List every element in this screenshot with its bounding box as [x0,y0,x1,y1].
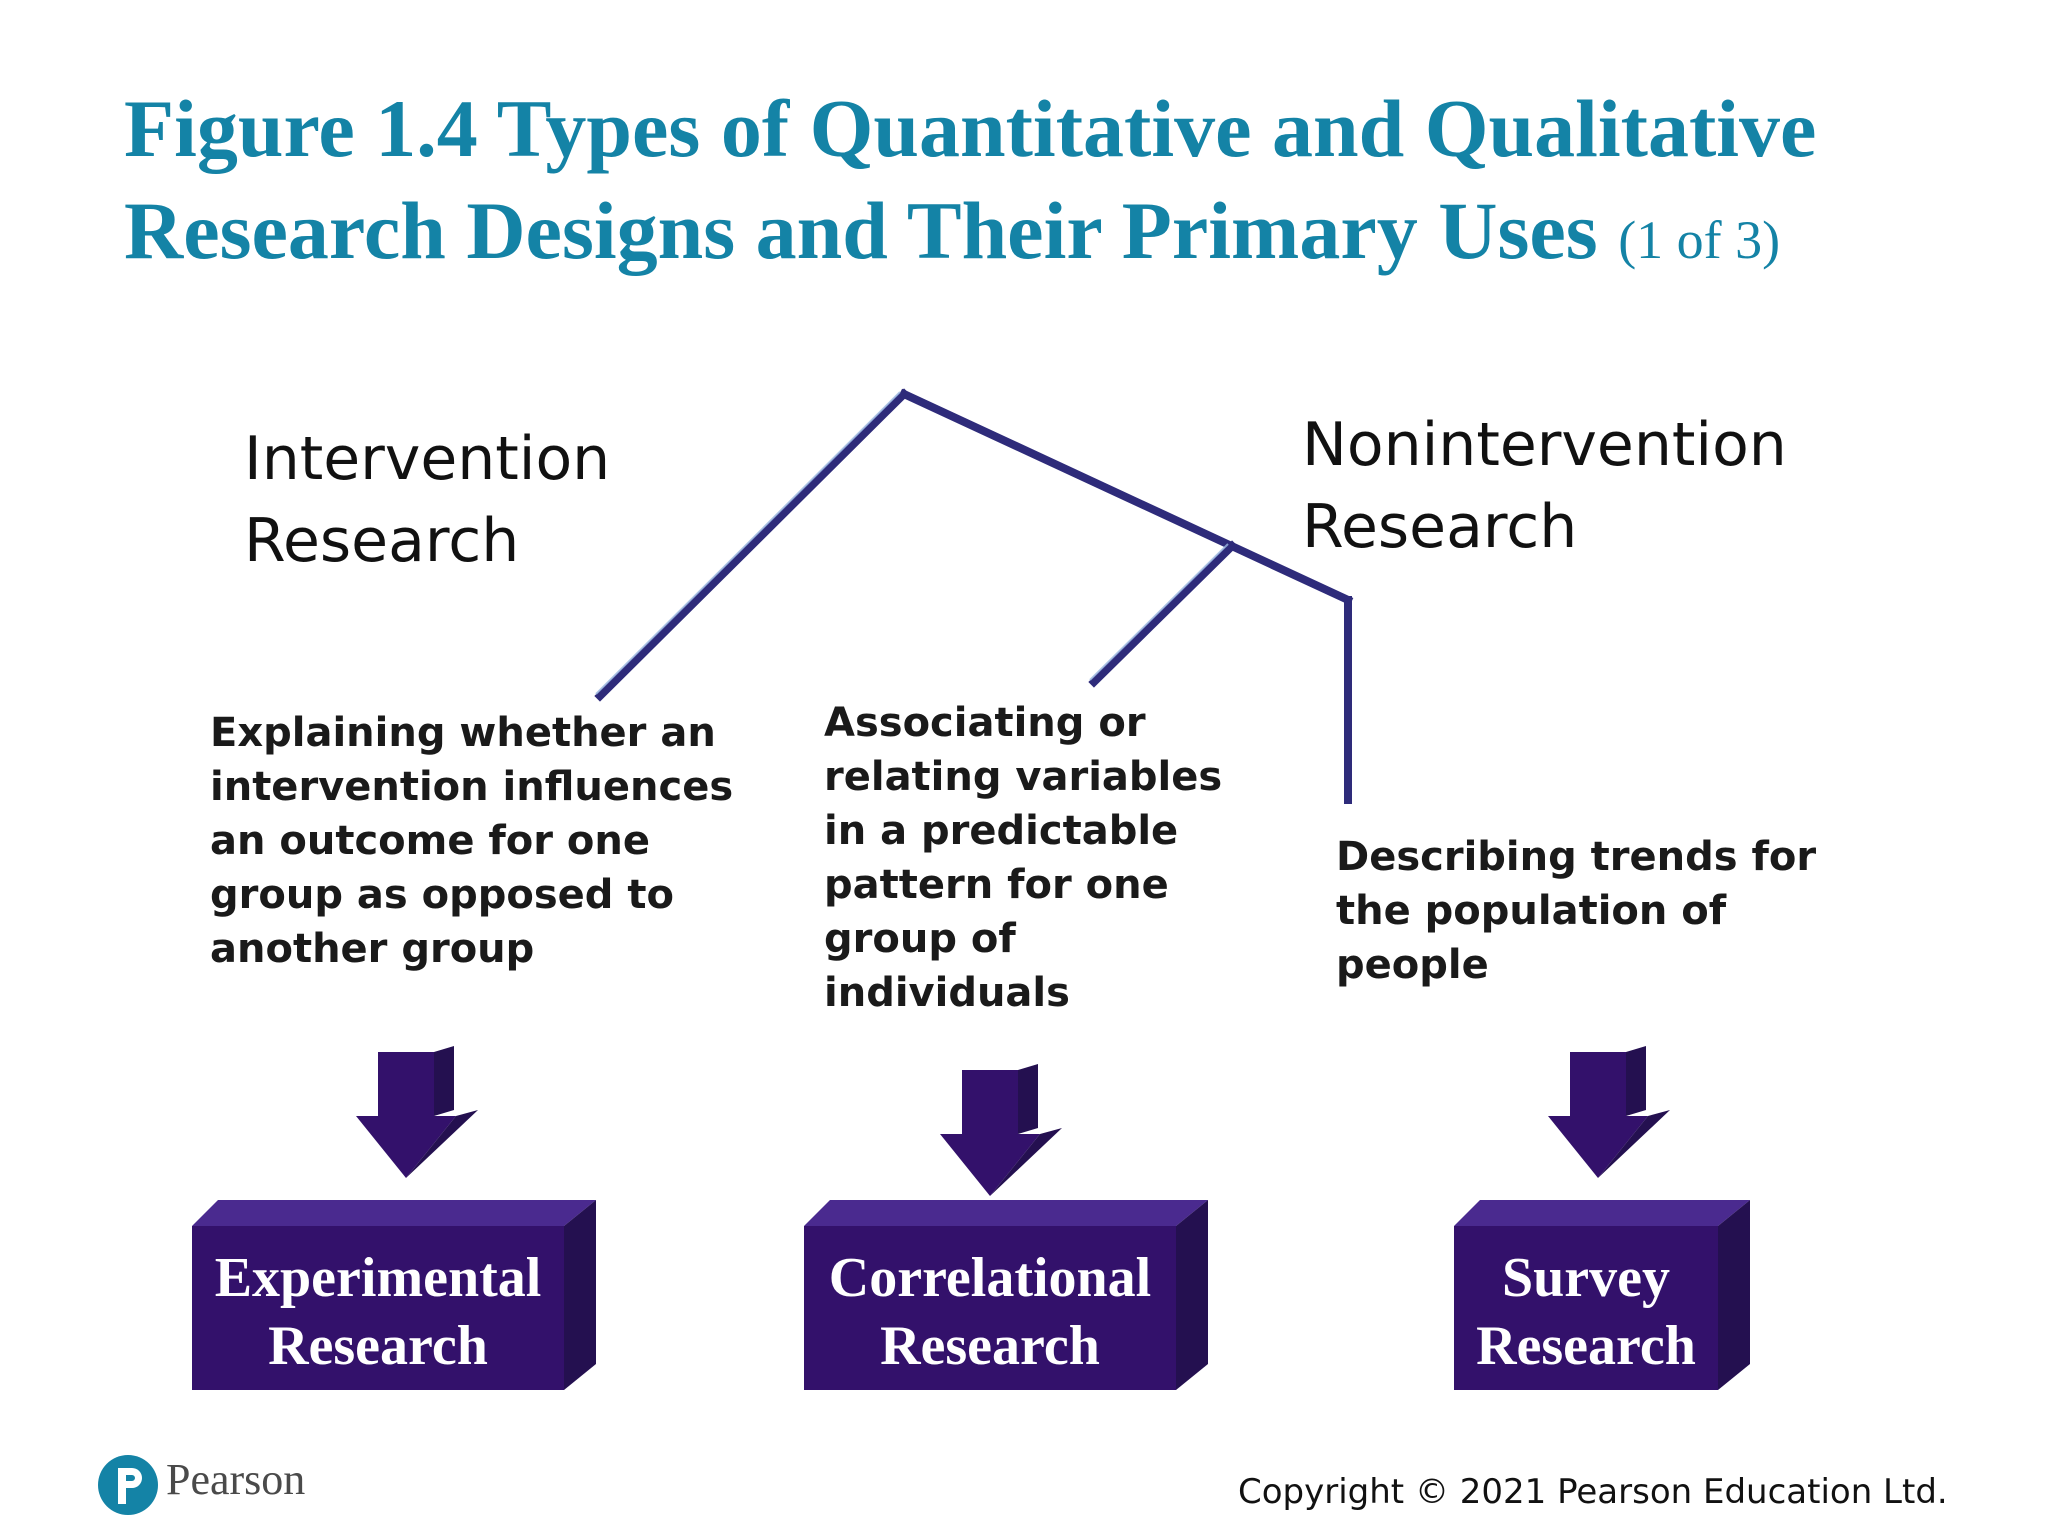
design-label-line-2: Research [1476,1315,1696,1377]
desc-line: group of [824,916,1016,962]
desc-line: the population of [1336,888,1727,934]
desc-line: relating variables [824,754,1223,800]
category-intervention: Intervention Research [244,418,610,582]
design-label-line-1: Experimental [214,1247,542,1309]
copyright-notice: Copyright © 2021 Pearson Education Ltd. [1238,1472,1948,1512]
design-box-experimental: Experimental Research [192,1200,596,1390]
box-3d-shape [804,1200,1208,1390]
title-line-1: Figure 1.4 Types of Quantitative and Qua… [124,83,1817,174]
title-page-indicator: (1 of 3) [1618,210,1781,270]
design-box-survey: Survey Research [1454,1200,1750,1390]
category-nonintervention-line-1: Nonintervention [1302,410,1787,480]
down-arrow-icon [940,1064,1062,1196]
category-nonintervention: Nonintervention Research [1302,404,1787,568]
description-correlational: Associating or relating variables in a p… [824,696,1222,1020]
pearson-logo-text: Pearson [166,1455,306,1504]
branch-correlational [1088,540,1238,688]
down-arrow-icon [1548,1046,1670,1178]
box-3d-shape [192,1200,596,1390]
description-survey: Describing trends for the population of … [1336,830,1816,992]
design-label-line-1: Correlational [828,1247,1152,1309]
description-experimental: Explaining whether an intervention influ… [210,706,733,976]
title-line-2: Research Designs and Their Primary Uses [124,185,1598,276]
desc-line: Describing trends for [1336,834,1817,880]
down-arrow-icon [356,1046,478,1178]
category-intervention-line-1: Intervention [244,424,611,494]
category-intervention-line-2: Research [244,506,520,576]
box-3d-shape [1454,1200,1750,1390]
branch-intervention-highlight [595,391,901,695]
desc-line: group as opposed to [210,872,674,918]
desc-line: Explaining whether an [210,710,716,756]
branch-intervention [594,388,910,702]
desc-line: people [1336,942,1489,988]
design-label-survey: Survey Research [1454,1234,1718,1390]
design-label-line-2: Research [880,1315,1100,1377]
desc-line: pattern for one [824,862,1169,908]
desc-line: Associating or [824,700,1146,746]
design-label-experimental: Experimental Research [192,1234,564,1390]
design-label-correlational: Correlational Research [804,1234,1176,1390]
desc-line: an outcome for one [210,818,651,864]
pearson-logo-icon [98,1455,158,1515]
slide-title: Figure 1.4 Types of Quantitative and Qua… [124,78,1984,291]
design-box-correlational: Correlational Research [804,1200,1208,1390]
branch-nonintervention [898,388,1354,606]
design-label-line-1: Survey [1502,1247,1670,1309]
design-label-line-2: Research [268,1315,488,1377]
desc-line: individuals [824,970,1070,1016]
desc-line: in a predictable [824,808,1179,854]
branch-correlational-highlight [1089,543,1229,681]
desc-line: another group [210,926,535,972]
category-nonintervention-line-2: Research [1302,492,1578,562]
desc-line: intervention influences [210,764,734,810]
